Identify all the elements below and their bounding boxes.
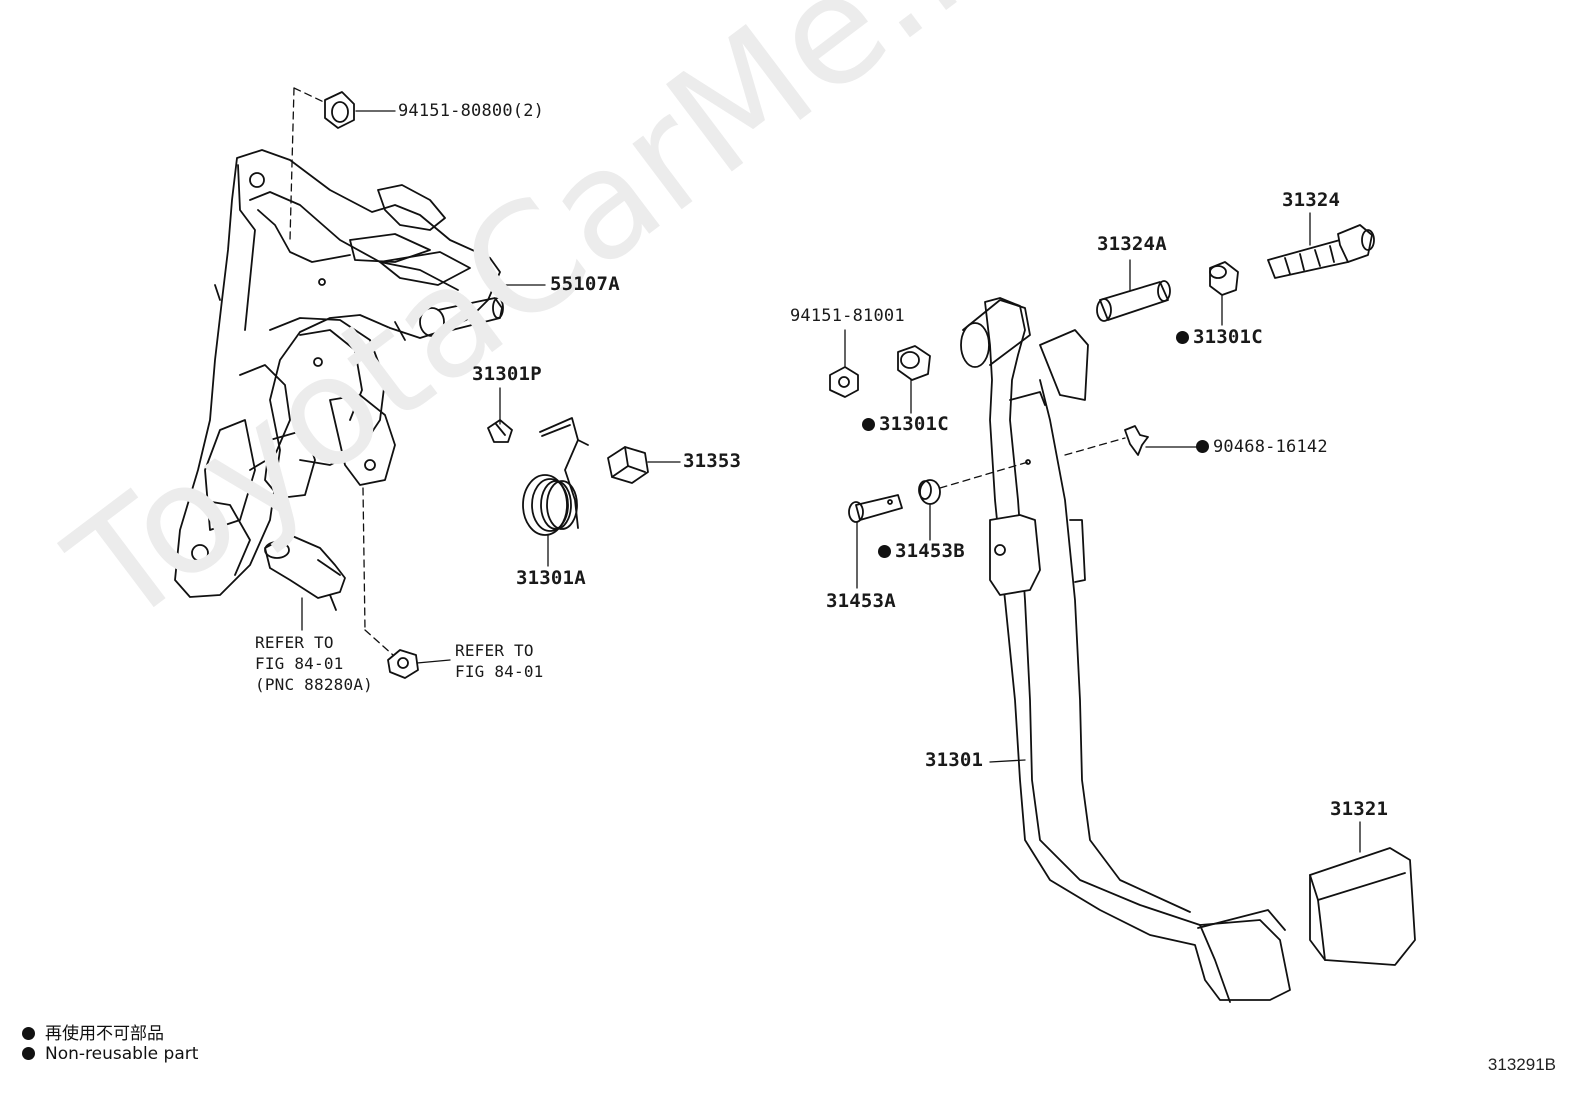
label-31301: 31301	[925, 749, 984, 771]
label-31324: 31324	[1282, 189, 1341, 211]
label-nut-94151-80800: 94151-80800(2)	[398, 101, 545, 121]
nut-top-left	[324, 91, 355, 129]
nut-bottom-left	[387, 649, 419, 679]
return-spring	[522, 417, 589, 536]
label-31453b: 31453B	[878, 540, 965, 562]
legend-text-en: Non-reusable part	[45, 1044, 199, 1064]
label-94151-81001: 94151-81001	[790, 306, 905, 326]
figure-id: 313291B	[1487, 1055, 1556, 1074]
label-55107a: 55107A	[550, 273, 620, 295]
label-31301a: 31301A	[516, 567, 586, 589]
clip-31301p	[487, 419, 513, 443]
clevis-pin	[848, 494, 903, 523]
legend-line-1: 再使用不可部品	[22, 1019, 164, 1044]
bullet-icon	[22, 1047, 35, 1060]
label-31301c-center: 31301C	[862, 413, 949, 435]
nut-94151-81001	[829, 366, 859, 398]
leader-lines	[301, 110, 1361, 853]
pedal-arm	[960, 297, 1291, 1003]
bushing-right	[1209, 261, 1239, 296]
label-31301c-right: 31301C	[1176, 326, 1263, 348]
clip-90468	[1124, 425, 1149, 456]
stop-lamp-switch	[264, 534, 346, 611]
bushing-center	[897, 345, 931, 381]
label-31324a: 31324A	[1097, 233, 1167, 255]
dashed-guides	[289, 87, 1126, 656]
pedal-support-bracket	[174, 149, 504, 598]
collar-31324a	[1096, 280, 1171, 322]
bushing-31453b	[918, 479, 941, 505]
legend-line-2: Non-reusable part	[22, 1044, 198, 1064]
cushion-31353	[607, 446, 649, 484]
label-31453a: 31453A	[826, 590, 896, 612]
pedal-pad	[1309, 847, 1416, 966]
label-31353: 31353	[683, 450, 742, 472]
label-31321: 31321	[1330, 798, 1389, 820]
bolt-31324	[1267, 224, 1375, 279]
legend-text-jp: 再使用不可部品	[45, 1024, 164, 1044]
bullet-icon	[22, 1027, 35, 1040]
label-refer-fig-switch: REFER TO FIG 84-01 (PNC 88280A)	[255, 633, 373, 694]
label-31301p: 31301P	[472, 363, 542, 385]
label-90468-16142: 90468-16142	[1196, 437, 1328, 457]
label-refer-fig-nut: REFER TO FIG 84-01	[455, 641, 544, 681]
